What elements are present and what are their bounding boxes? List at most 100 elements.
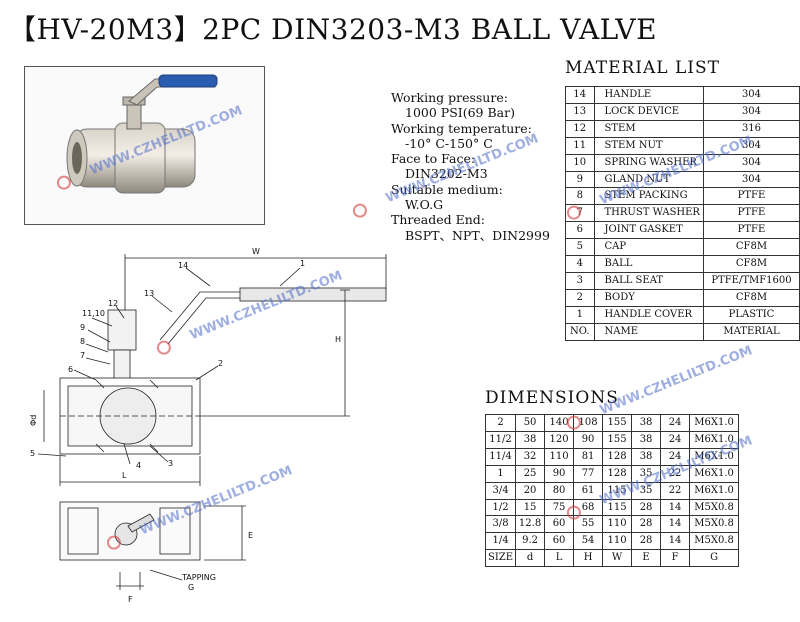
dimension-cell: M6X1.0 xyxy=(689,481,740,500)
material-name-cell: JOINT GASKET xyxy=(593,221,704,240)
dimension-cell: 90 xyxy=(544,464,575,483)
material-no-cell: 1 xyxy=(565,305,595,324)
dimension-cell: 12.8 xyxy=(515,515,546,534)
dimension-cell: d xyxy=(515,549,546,568)
dimension-cell: 3/8 xyxy=(484,515,517,534)
tapping-g-label: G xyxy=(188,583,194,592)
spec-label: Threaded End: xyxy=(391,212,485,228)
dimension-cell: 3/4 xyxy=(484,481,517,500)
material-name-cell: CAP xyxy=(593,238,704,257)
dim-label-l: L xyxy=(122,471,127,480)
page-title: 【HV-20M3】2PC DIN3203-M3 BALL VALVE xyxy=(8,13,658,46)
spec-label: Face to Face: xyxy=(391,151,476,167)
material-name-cell: HANDLE xyxy=(593,86,704,104)
dim-label-h: H xyxy=(335,335,341,344)
dimension-cell: M6X1.0 xyxy=(689,464,740,483)
dimension-cell: 22 xyxy=(660,464,691,483)
dimension-cell: M6X1.0 xyxy=(689,430,740,449)
dimension-cell: 1 xyxy=(484,464,517,483)
material-name-cell: STEM NUT xyxy=(593,136,704,155)
dimension-cell: 110 xyxy=(602,532,633,551)
dimension-cell: 22 xyxy=(660,481,691,500)
material-no-cell: 11 xyxy=(565,136,595,155)
dimension-cell: 140 xyxy=(544,414,575,432)
spec-value: -10° C-150° C xyxy=(405,135,493,151)
dimension-cell: 9.2 xyxy=(515,532,546,551)
technical-drawing: W H L Φd E F TAPPING G 14 1 13 12 11,10 … xyxy=(0,230,470,622)
dimension-cell: 38 xyxy=(631,414,662,432)
dimension-cell: M5X0.8 xyxy=(689,532,740,551)
dimension-cell: 54 xyxy=(573,532,604,551)
dimension-cell: 120 xyxy=(544,430,575,449)
dimension-cell: 68 xyxy=(573,498,604,517)
ball-valve-photo xyxy=(66,74,218,194)
dimension-cell: 38 xyxy=(631,430,662,449)
product-photo xyxy=(24,66,265,225)
dimension-cell: 28 xyxy=(631,498,662,517)
dimension-cell: 55 xyxy=(573,515,604,534)
dimension-cell: 38 xyxy=(515,430,546,449)
spec-label: Working temperature: xyxy=(391,120,532,136)
material-value-cell: MATERIAL xyxy=(702,322,800,341)
material-name-cell: NAME xyxy=(593,322,704,341)
material-no-cell: NO. xyxy=(565,322,595,341)
dimension-cell: L xyxy=(544,549,575,568)
dimension-cell: M6X1.0 xyxy=(689,447,740,466)
material-no-cell: 13 xyxy=(565,102,595,121)
dim-label-d: Φd xyxy=(29,415,38,426)
callout-6: 6 xyxy=(68,365,73,374)
material-no-cell: 4 xyxy=(565,255,595,273)
callout-1: 1 xyxy=(300,259,305,268)
tapping-label: TAPPING xyxy=(181,573,216,582)
material-value-cell: 304 xyxy=(702,86,800,104)
dimension-cell: 50 xyxy=(515,414,546,432)
spec-value: 1000 PSI(69 Bar) xyxy=(405,105,515,121)
dimension-cell: 32 xyxy=(515,447,546,466)
material-name-cell: STEM PACKING xyxy=(593,187,704,206)
dimension-cell: 11/2 xyxy=(484,430,517,449)
callout-8: 8 xyxy=(80,337,85,346)
dimension-cell: 110 xyxy=(602,515,633,534)
dim-label-w: W xyxy=(252,247,260,256)
callout-3: 3 xyxy=(168,459,173,468)
dimension-cell: H xyxy=(573,549,604,568)
callout-9: 9 xyxy=(80,323,85,332)
dimension-cell: 28 xyxy=(631,515,662,534)
dimension-cell: F xyxy=(660,549,691,568)
material-name-cell: SPRING WASHER xyxy=(593,153,704,172)
material-value-cell: PTFE xyxy=(702,204,800,223)
dimension-cell: 110 xyxy=(544,447,575,466)
material-value-cell: CF8M xyxy=(702,238,800,257)
dimension-cell: 128 xyxy=(602,464,633,483)
material-name-cell: BALL xyxy=(593,255,704,273)
callout-14: 14 xyxy=(178,261,188,270)
callout-5: 5 xyxy=(30,449,35,458)
material-no-cell: 6 xyxy=(565,221,595,240)
dimension-cell: 38 xyxy=(631,447,662,466)
dimension-cell: W xyxy=(602,549,633,568)
dimension-cell: 77 xyxy=(573,464,604,483)
dim-label-f: F xyxy=(128,595,133,604)
dimensions-title: DIMENSIONS xyxy=(485,388,619,408)
dimension-cell: M5X0.8 xyxy=(689,498,740,517)
material-value-cell: PTFE/TMF1600 xyxy=(702,271,800,290)
dimension-cell: 115 xyxy=(602,498,633,517)
material-value-cell: 316 xyxy=(702,119,800,138)
material-name-cell: THRUST WASHER xyxy=(593,204,704,223)
dimension-cell: 60 xyxy=(544,515,575,534)
dimension-cell: 20 xyxy=(515,481,546,500)
material-name-cell: LOCK DEVICE xyxy=(593,102,704,121)
